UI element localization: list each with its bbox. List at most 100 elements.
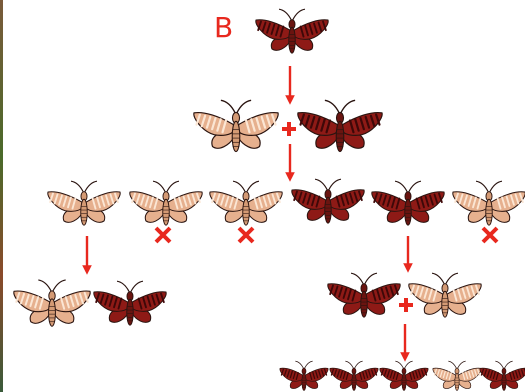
wing-stripe [462, 372, 466, 381]
wing-stripe [58, 194, 63, 206]
wing-stripe [306, 193, 312, 205]
wing-stripe [458, 193, 464, 205]
wing-stripe [280, 368, 284, 376]
moth-offspring-1-light-moth [47, 180, 121, 226]
wing-stripe [302, 192, 307, 204]
wing-stripe [348, 119, 355, 134]
wing-stripe [279, 25, 285, 38]
wing-stripe [347, 288, 352, 301]
wing-stripe [452, 289, 458, 302]
wing-stripe [371, 289, 377, 302]
wing-stripe [471, 370, 475, 378]
wing-stripe [215, 193, 221, 205]
moth-offspring-6-light-moth [452, 180, 525, 226]
antennae [314, 178, 342, 191]
wing-stripe [415, 370, 419, 379]
wing-stripe [187, 194, 192, 206]
moth-abdomen [360, 290, 368, 318]
antennae [431, 272, 459, 285]
wing-stripe [432, 289, 438, 302]
moth-cross1-dark-parent-dark-moth [297, 99, 383, 153]
wing-stripe [67, 196, 72, 209]
wing-stripe [391, 196, 396, 209]
wing-stripe [518, 370, 522, 378]
wing-stripe [20, 292, 26, 305]
wing-stripe [196, 192, 201, 204]
wing-stripe [304, 24, 309, 37]
antennae [394, 180, 422, 193]
wing-stripe [271, 113, 277, 126]
antennae [448, 360, 466, 369]
wing-stripe [486, 370, 490, 378]
wing-stripe [439, 370, 443, 378]
wing-stripe [389, 370, 393, 379]
moth-abdomen [288, 26, 296, 54]
wing-stripe [267, 194, 272, 206]
wing-stripe [265, 114, 272, 128]
wing-stripe [333, 285, 339, 297]
wing-stripe [438, 192, 443, 204]
moth-abdomen [404, 198, 412, 226]
wing-stripe [309, 372, 313, 381]
moth-abdomen [351, 372, 357, 391]
wing-stripe [489, 370, 493, 379]
wing-stripe [501, 196, 506, 209]
moth-abdomen [80, 198, 88, 226]
wing-stripe [71, 197, 77, 210]
wing-stripe [329, 284, 334, 296]
wing-stripe [324, 368, 328, 376]
wing-stripe [374, 368, 378, 376]
wing-stripe [364, 115, 371, 129]
wing-stripe [60, 297, 66, 310]
wing-stripe [64, 296, 70, 309]
wing-stripe [205, 115, 212, 129]
wing-stripe [276, 192, 281, 204]
wing-stripe [211, 192, 216, 204]
wing-stripe [433, 193, 439, 205]
antennae [324, 99, 356, 114]
wing-stripe [472, 196, 477, 209]
wing-stripe [461, 287, 467, 299]
wing-stripe [233, 197, 239, 210]
wing-stripe [96, 196, 101, 209]
moth-abdomen [231, 120, 241, 153]
wing-stripe [424, 195, 430, 207]
wing-stripe [377, 193, 383, 205]
fore-wing [505, 367, 525, 382]
wing-stripe [514, 193, 520, 205]
moth-gen3-left-dark-dark-moth [93, 280, 167, 326]
wing-stripe [333, 369, 337, 377]
wing-stripe [515, 370, 519, 379]
wing-stripe [283, 369, 287, 377]
moth-gen4-4-light-moth [432, 360, 482, 391]
wing-stripe [117, 297, 123, 310]
wing-stripe [368, 370, 372, 378]
wing-stripe [442, 370, 446, 379]
moth-abdomen [324, 196, 332, 224]
wing-stripe [338, 286, 343, 298]
wing-stripe [257, 20, 262, 32]
wing-stripe [362, 371, 366, 380]
wing-stripe [380, 368, 384, 376]
wing-stripe [286, 370, 290, 378]
wing-stripe [474, 369, 478, 377]
wing-stripe [483, 369, 487, 377]
wing-stripe [463, 194, 468, 206]
wing-stripe [415, 197, 421, 210]
wing-stripe [445, 371, 449, 380]
wing-stripe [419, 286, 424, 298]
moth-cross1-light-parent-light-moth [193, 99, 279, 153]
wing-stripe [135, 193, 141, 205]
wing-stripe [315, 370, 319, 379]
wing-stripe [386, 370, 390, 378]
moth-b-parent-dark-moth [255, 8, 329, 54]
wing-stripe [315, 116, 321, 131]
wing-stripe [308, 23, 314, 35]
moth-abdomen [242, 198, 250, 226]
wing-stripe [224, 195, 230, 207]
wing-stripe [104, 294, 109, 306]
wing-stripe [322, 20, 327, 32]
moth-abdomen [441, 290, 449, 318]
